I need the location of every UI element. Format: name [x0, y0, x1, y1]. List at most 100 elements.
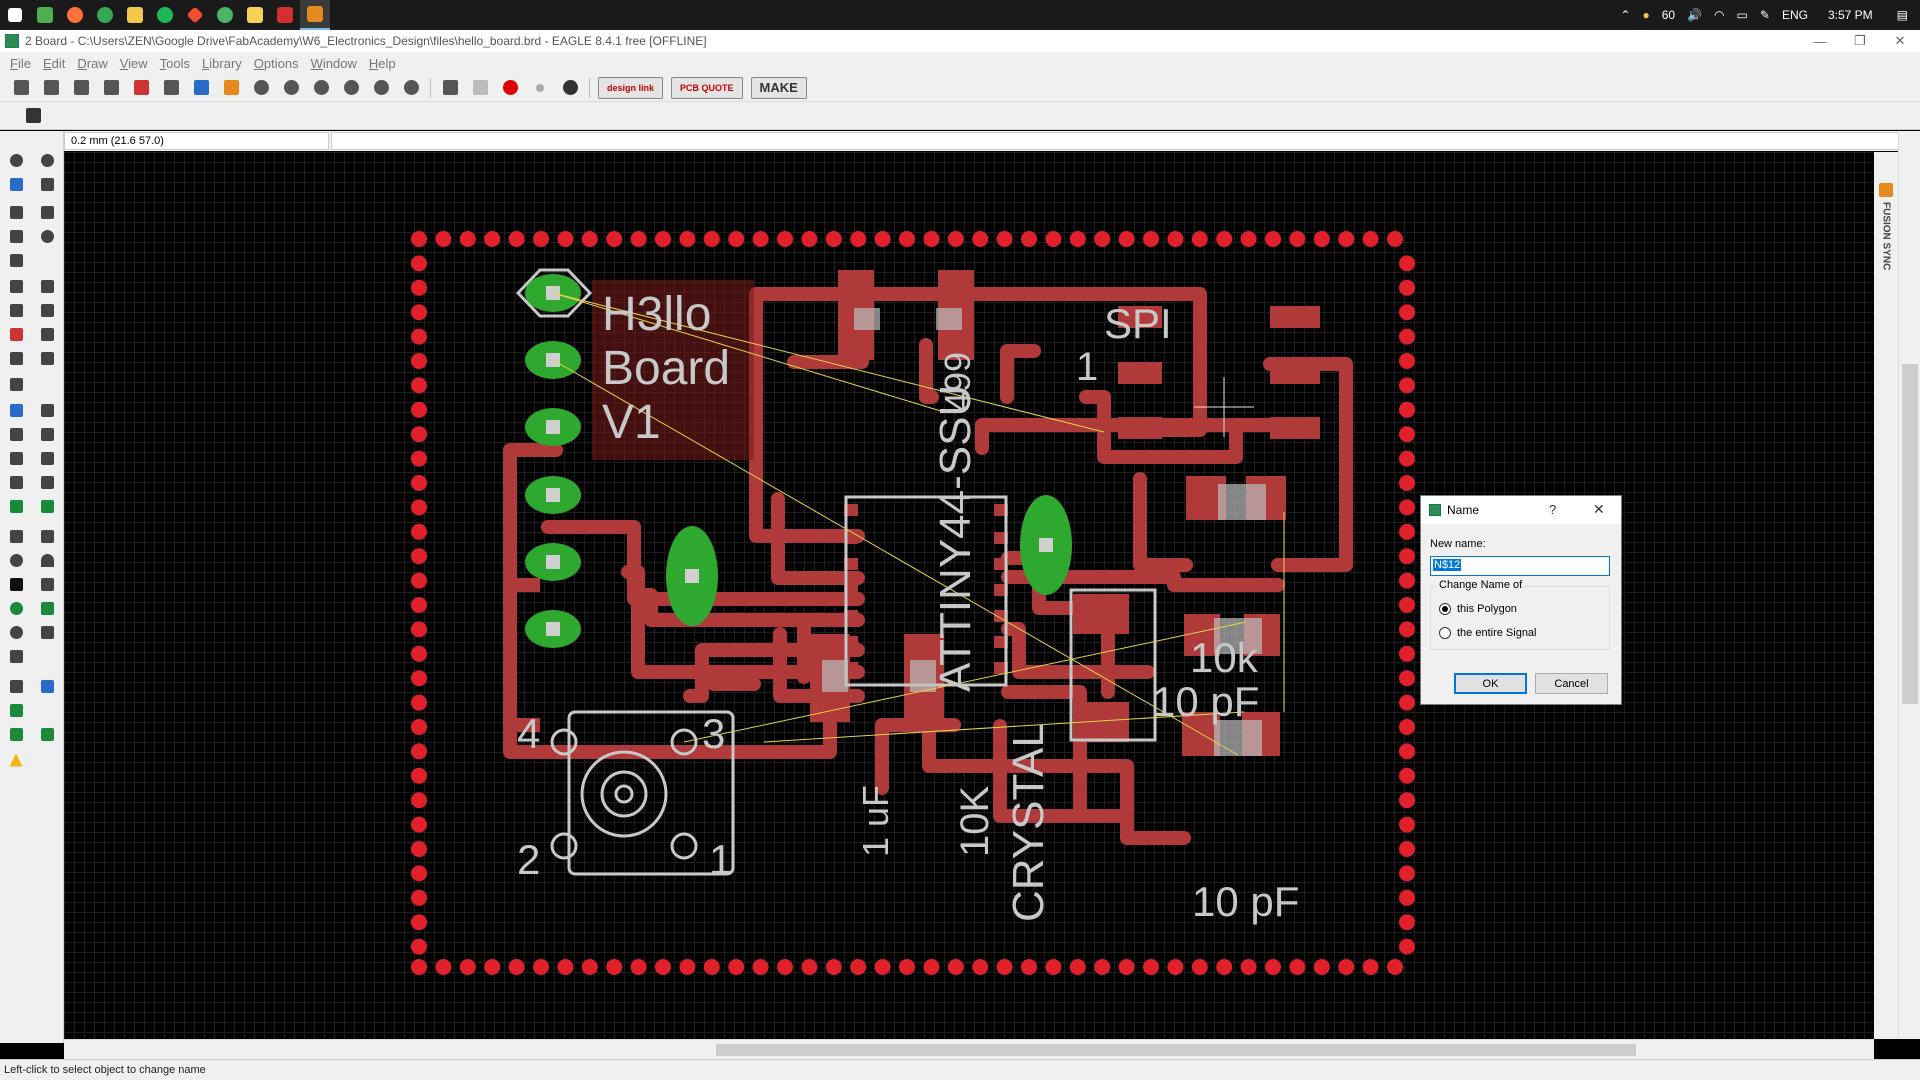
radio-dot[interactable]	[1439, 627, 1451, 639]
notifications-icon[interactable]: ▤	[1896, 8, 1908, 22]
horizontal-scroll-thumb[interactable]	[716, 1044, 1636, 1056]
vertical-scrollbar[interactable]	[1898, 131, 1920, 1039]
schematic-icon[interactable]	[130, 77, 152, 99]
language-indicator[interactable]: ENG	[1781, 8, 1808, 22]
save-icon[interactable]	[40, 77, 62, 99]
zoom-select-icon[interactable]	[370, 77, 392, 99]
firefox-icon[interactable]	[60, 0, 90, 30]
wifi-icon[interactable]: ◠	[1714, 8, 1725, 22]
fusion-sync-panel[interactable]	[1874, 152, 1898, 1039]
align-icon[interactable]	[7, 251, 25, 269]
ulp-icon[interactable]	[220, 77, 242, 99]
pcb-quote-button[interactable]: PCB QUOTE	[671, 76, 743, 99]
circle-icon[interactable]	[7, 551, 25, 569]
sticky-notes-icon[interactable]	[240, 0, 270, 30]
help-button[interactable]: ?	[1549, 502, 1557, 517]
minimize-button[interactable]: —	[1813, 33, 1827, 49]
polygon-icon[interactable]	[38, 575, 56, 593]
ripup-icon[interactable]	[7, 425, 25, 443]
radio-dot-selected[interactable]	[1439, 603, 1451, 615]
split-icon[interactable]	[7, 449, 25, 467]
go-icon[interactable]	[529, 77, 551, 99]
replace-icon[interactable]	[38, 325, 56, 343]
smash-icon[interactable]	[38, 349, 56, 367]
copy-icon[interactable]	[7, 277, 25, 295]
menu-options[interactable]: Options	[253, 55, 299, 71]
help-icon[interactable]	[559, 77, 581, 99]
clock[interactable]: 3:57 PM	[1827, 8, 1873, 22]
display-icon[interactable]	[7, 175, 25, 193]
fusion-icon[interactable]	[1879, 183, 1893, 197]
miter-icon[interactable]	[38, 425, 56, 443]
paste-icon[interactable]	[38, 277, 56, 295]
menu-draw[interactable]: Draw	[77, 55, 108, 71]
volume-icon[interactable]: 🔊	[1687, 8, 1703, 22]
weather-icon[interactable]: ●	[1642, 8, 1650, 22]
drc-icon[interactable]	[38, 725, 56, 743]
command-line-input[interactable]	[331, 132, 1920, 150]
erc-icon[interactable]	[7, 725, 25, 743]
spotify-icon[interactable]	[150, 0, 180, 30]
git-icon[interactable]	[180, 0, 210, 30]
hole-icon[interactable]	[7, 623, 25, 641]
design-link-button[interactable]: design link	[598, 76, 664, 99]
fusion-sync-label[interactable]: FUSION SYNC	[1880, 202, 1892, 271]
zoom-in-icon[interactable]	[280, 77, 302, 99]
cam-processor-icon[interactable]	[100, 77, 122, 99]
acrobat-icon[interactable]	[270, 0, 300, 30]
delete-icon[interactable]	[7, 301, 25, 319]
show-icon[interactable]	[38, 151, 56, 169]
mark-icon[interactable]	[38, 175, 56, 193]
drag-icon[interactable]	[38, 203, 56, 221]
undo-icon[interactable]	[439, 77, 461, 99]
slice-icon[interactable]	[38, 473, 56, 491]
via-icon[interactable]	[7, 599, 25, 617]
menu-library[interactable]: Library	[202, 55, 242, 71]
rectangle-icon[interactable]	[7, 575, 25, 593]
redo-icon[interactable]	[469, 77, 491, 99]
meander-icon[interactable]	[7, 473, 25, 491]
airwire-icon[interactable]	[38, 497, 56, 515]
menu-view[interactable]: View	[119, 55, 148, 71]
pushbullet-icon[interactable]	[210, 0, 240, 30]
menu-edit[interactable]: Edit	[42, 55, 66, 71]
autorouter-icon[interactable]	[38, 677, 56, 695]
pen-icon[interactable]: ✎	[1759, 8, 1770, 22]
add-icon[interactable]	[7, 325, 25, 343]
redraw-icon[interactable]	[400, 77, 422, 99]
rotate-icon[interactable]	[38, 227, 56, 245]
vertical-scroll-thumb[interactable]	[1902, 364, 1918, 704]
wrench-icon[interactable]	[38, 301, 56, 319]
menu-help[interactable]: Help	[368, 55, 396, 71]
lock-icon[interactable]	[7, 349, 25, 367]
ok-button[interactable]: OK	[1454, 673, 1527, 694]
move-icon[interactable]	[7, 203, 25, 221]
optimize-icon[interactable]	[38, 449, 56, 467]
script-icon[interactable]	[190, 77, 212, 99]
eagle-icon[interactable]	[300, 0, 330, 30]
print-icon[interactable]	[70, 77, 92, 99]
menu-file[interactable]: File	[10, 55, 31, 71]
grid-icon[interactable]	[22, 105, 44, 127]
route-multi-icon[interactable]	[38, 401, 56, 419]
chrome-icon[interactable]	[90, 0, 120, 30]
pad-icon[interactable]	[38, 599, 56, 617]
close-button[interactable]: ✕	[1894, 33, 1906, 48]
tablet-app-icon[interactable]	[30, 0, 60, 30]
battery-icon[interactable]: ▭	[1736, 8, 1748, 22]
menu-tools[interactable]: Tools	[159, 55, 191, 71]
radio-entire-signal[interactable]: the entire Signal	[1439, 627, 1537, 639]
zoom-fit-icon[interactable]	[250, 77, 272, 99]
info-icon[interactable]	[7, 151, 25, 169]
new-name-input[interactable]: N$12	[1430, 556, 1610, 576]
attribute-icon[interactable]	[38, 623, 56, 641]
start-icon[interactable]	[0, 0, 30, 30]
line-icon[interactable]	[7, 527, 25, 545]
route-icon[interactable]	[7, 401, 25, 419]
board-icon[interactable]	[7, 701, 25, 719]
horizontal-scrollbar[interactable]	[64, 1039, 1874, 1059]
lock2-icon[interactable]	[7, 375, 25, 393]
text-icon[interactable]	[38, 527, 56, 545]
chevron-up-icon[interactable]: ⌃	[1620, 8, 1631, 22]
stop-icon[interactable]	[499, 77, 521, 99]
